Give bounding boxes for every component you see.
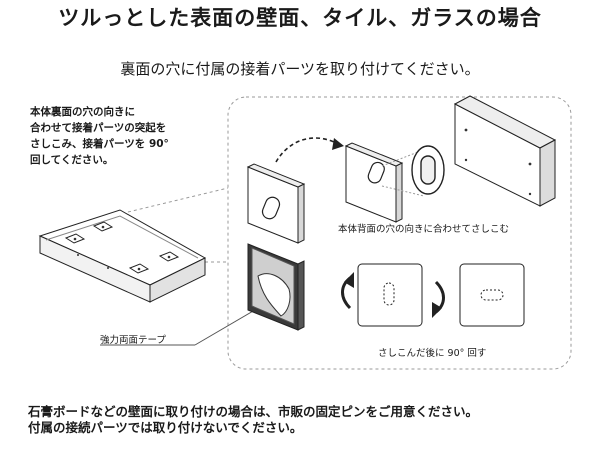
rotate-before-plate bbox=[357, 263, 423, 327]
footer-note: 石膏ボードなどの壁面に取り付けの場合は、市販の固定ピンをご用意ください。 付属の… bbox=[28, 404, 478, 436]
rotate-after-plate bbox=[459, 263, 525, 327]
tape-label: 強力両面テープ bbox=[100, 335, 166, 346]
detail-frame bbox=[227, 96, 572, 370]
callout-lines bbox=[127, 187, 229, 263]
insert-arrow bbox=[275, 137, 339, 163]
align-label: 本体背面の穴の向きに合わせてさしこむ bbox=[338, 224, 510, 235]
instruction-line: さしこみ、接着パーツを 90° bbox=[30, 138, 169, 150]
instruction-text: 本体裏面の穴の向きに 合わせて接着パーツの突起を さしこみ、接着パーツを 90°… bbox=[30, 104, 169, 168]
plate-aligned bbox=[344, 142, 404, 223]
footer-line: 石膏ボードなどの壁面に取り付けの場合は、市販の固定ピンをご用意ください。 bbox=[28, 404, 479, 419]
product-back-view bbox=[411, 95, 557, 207]
rotate-label: さしこんだ後に 90° 回す bbox=[378, 348, 487, 359]
rotate-cw-icon bbox=[432, 280, 445, 318]
instruction-line: 本体裏面の穴の向きに bbox=[30, 106, 135, 118]
page-subtitle: 裏面の穴に付属の接着パーツを取り付けてください。 bbox=[120, 60, 480, 78]
footer-line: 付属の接続パーツでは取り付けないでください。 bbox=[28, 420, 303, 435]
adhesive-plate-back bbox=[247, 243, 305, 331]
page-title: ツルっとした表面の壁面、タイル、ガラスの場合 bbox=[58, 6, 542, 30]
instruction-line: 回してください。 bbox=[30, 154, 114, 166]
product-body bbox=[38, 209, 207, 303]
rotate-ccw-icon bbox=[341, 272, 354, 310]
instruction-line: 合わせて接着パーツの突起を bbox=[30, 122, 167, 134]
adhesive-plate-front bbox=[246, 163, 306, 244]
arrow-head-icon bbox=[332, 138, 344, 150]
